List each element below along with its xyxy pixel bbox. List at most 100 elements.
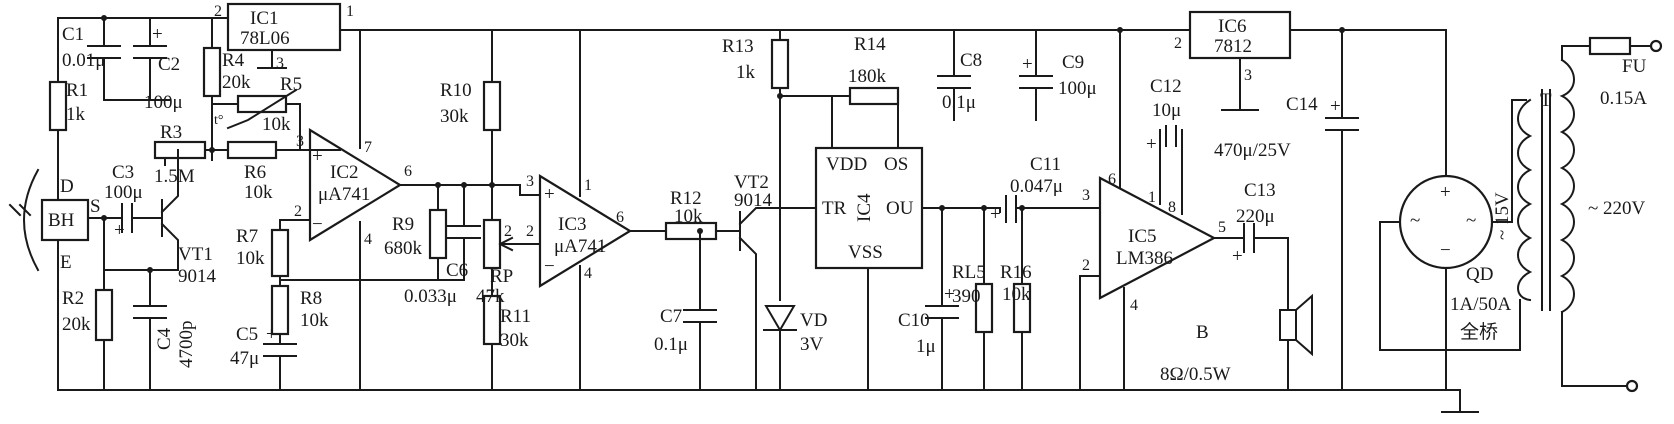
c12-plates bbox=[1159, 125, 1183, 147]
c4-value: 4700p bbox=[176, 321, 197, 369]
r6 bbox=[226, 140, 278, 160]
c6-plates bbox=[447, 225, 481, 239]
fuse-fu bbox=[1588, 36, 1632, 56]
bridge-ac-left: ~ bbox=[1410, 210, 1420, 231]
c2-label: C2 bbox=[158, 54, 180, 75]
c12-label: C12 bbox=[1150, 76, 1182, 97]
ic1-part: 78L06 bbox=[240, 28, 290, 49]
r7 bbox=[270, 228, 290, 278]
ic6-wires bbox=[1221, 57, 1259, 111]
fuse-value: 0.15A bbox=[1600, 88, 1647, 109]
c3-label: C3 bbox=[112, 162, 134, 183]
r5-thermistor bbox=[236, 94, 288, 114]
secondary-voltage: ~ 15V bbox=[1492, 192, 1513, 240]
ic3-pin-out: 6 bbox=[616, 209, 624, 226]
r10-value: 30k bbox=[440, 106, 469, 127]
c2-wires bbox=[103, 17, 171, 101]
r5-wires bbox=[211, 103, 301, 151]
c2-plus: + bbox=[152, 24, 163, 45]
bridge-plus: + bbox=[1440, 182, 1451, 203]
r10-rp-wires bbox=[491, 29, 541, 391]
ic5-part: LM386 bbox=[1116, 248, 1173, 269]
c8-c9-wires bbox=[953, 29, 1037, 121]
junction-dots bbox=[101, 15, 1345, 273]
r14-value: 180k bbox=[848, 66, 887, 87]
c11-label: C11 bbox=[1030, 154, 1061, 175]
rp-value: 47k bbox=[476, 286, 505, 307]
r2-value: 20k bbox=[62, 314, 91, 335]
ic5-pin6: 6 bbox=[1108, 171, 1116, 188]
ic2-pin-vcc: 7 bbox=[364, 139, 372, 156]
c5-value: 47μ bbox=[230, 348, 259, 369]
c12-value: 10μ bbox=[1152, 100, 1181, 121]
r5-temp: t° bbox=[214, 113, 224, 128]
r5-slash bbox=[226, 88, 298, 130]
ic1-box bbox=[226, 2, 342, 52]
c12-plus: + bbox=[1146, 134, 1157, 155]
r12-label: R12 bbox=[670, 188, 702, 209]
ic2-pin-plus: 3 bbox=[296, 133, 304, 150]
c13-plus: + bbox=[1232, 246, 1243, 267]
ic1-gnd-wire bbox=[257, 49, 287, 69]
ic2-pin-vee: 4 bbox=[364, 231, 372, 248]
ic3-name: IC3 bbox=[558, 214, 587, 235]
r16 bbox=[1012, 282, 1032, 334]
ic6-part: 7812 bbox=[1214, 36, 1252, 57]
speaker-value: 8Ω/0.5W bbox=[1160, 364, 1231, 385]
c7-value: 0.1μ bbox=[654, 334, 688, 355]
ic3-pin-vee: 4 bbox=[584, 265, 592, 282]
transformer-secondary-coil bbox=[1517, 98, 1533, 302]
ic4-vdd: VDD bbox=[826, 154, 867, 175]
vd-zener bbox=[763, 305, 797, 332]
c9-value: 100μ bbox=[1058, 78, 1097, 99]
c2-value: 100μ bbox=[144, 92, 183, 113]
bh-label: BH bbox=[48, 210, 75, 231]
c1-value: 0.01μ bbox=[62, 50, 105, 71]
ic1-name: IC1 bbox=[250, 8, 279, 29]
speaker-label: B bbox=[1196, 322, 1209, 343]
ic3-plus: + bbox=[544, 184, 555, 205]
r3-value: 1.5M bbox=[154, 166, 195, 187]
r14-label: R14 bbox=[854, 34, 886, 55]
r14 bbox=[848, 86, 900, 106]
ic6-pin-in: 2 bbox=[1174, 35, 1182, 52]
r6-label: R6 bbox=[244, 162, 266, 183]
rl5-label: RL5 bbox=[952, 262, 986, 283]
r12-wires bbox=[699, 230, 741, 391]
c9-plus: + bbox=[1022, 54, 1033, 75]
r3-label: R3 bbox=[160, 122, 182, 143]
ic2-pin-out: 6 bbox=[404, 163, 412, 180]
c14-plus: + bbox=[1330, 96, 1341, 117]
rp-potentiometer bbox=[482, 218, 502, 270]
ic2-opamp bbox=[308, 128, 403, 242]
r9-wires bbox=[437, 184, 465, 281]
bridge-wires bbox=[1379, 29, 1527, 391]
r7-value: 10k bbox=[236, 248, 265, 269]
mains-terminal-top bbox=[1649, 39, 1663, 53]
c13-plates bbox=[1243, 223, 1289, 311]
ic5-pin3: 3 bbox=[1082, 187, 1090, 204]
r16-value: 10k bbox=[1002, 284, 1031, 305]
rp-label: RP bbox=[490, 266, 513, 287]
ic5-pin8: 8 bbox=[1168, 199, 1176, 216]
c14-plates bbox=[1325, 117, 1359, 131]
ic2-part: μA741 bbox=[318, 184, 370, 205]
c9-plates bbox=[1019, 75, 1053, 89]
c5-label: C5 bbox=[236, 324, 258, 345]
r8 bbox=[270, 284, 290, 336]
r4-value: 20k bbox=[222, 72, 251, 93]
bridge-type: 全桥 bbox=[1460, 321, 1498, 343]
r9-label: R9 bbox=[392, 214, 414, 235]
vd-label: VD bbox=[800, 310, 827, 331]
ic5-wires bbox=[1079, 29, 1245, 391]
c4-plates bbox=[133, 305, 167, 319]
ic3-part: μA741 bbox=[554, 236, 606, 257]
c1-plates bbox=[87, 45, 121, 59]
r13-value: 1k bbox=[736, 62, 756, 83]
r10 bbox=[482, 80, 502, 132]
r13 bbox=[770, 38, 790, 90]
ic1-pin-gnd: 3 bbox=[276, 55, 284, 72]
ic2-plus: + bbox=[312, 146, 323, 167]
vd-value: 3V bbox=[800, 334, 824, 355]
r11-value: 30k bbox=[500, 330, 529, 351]
